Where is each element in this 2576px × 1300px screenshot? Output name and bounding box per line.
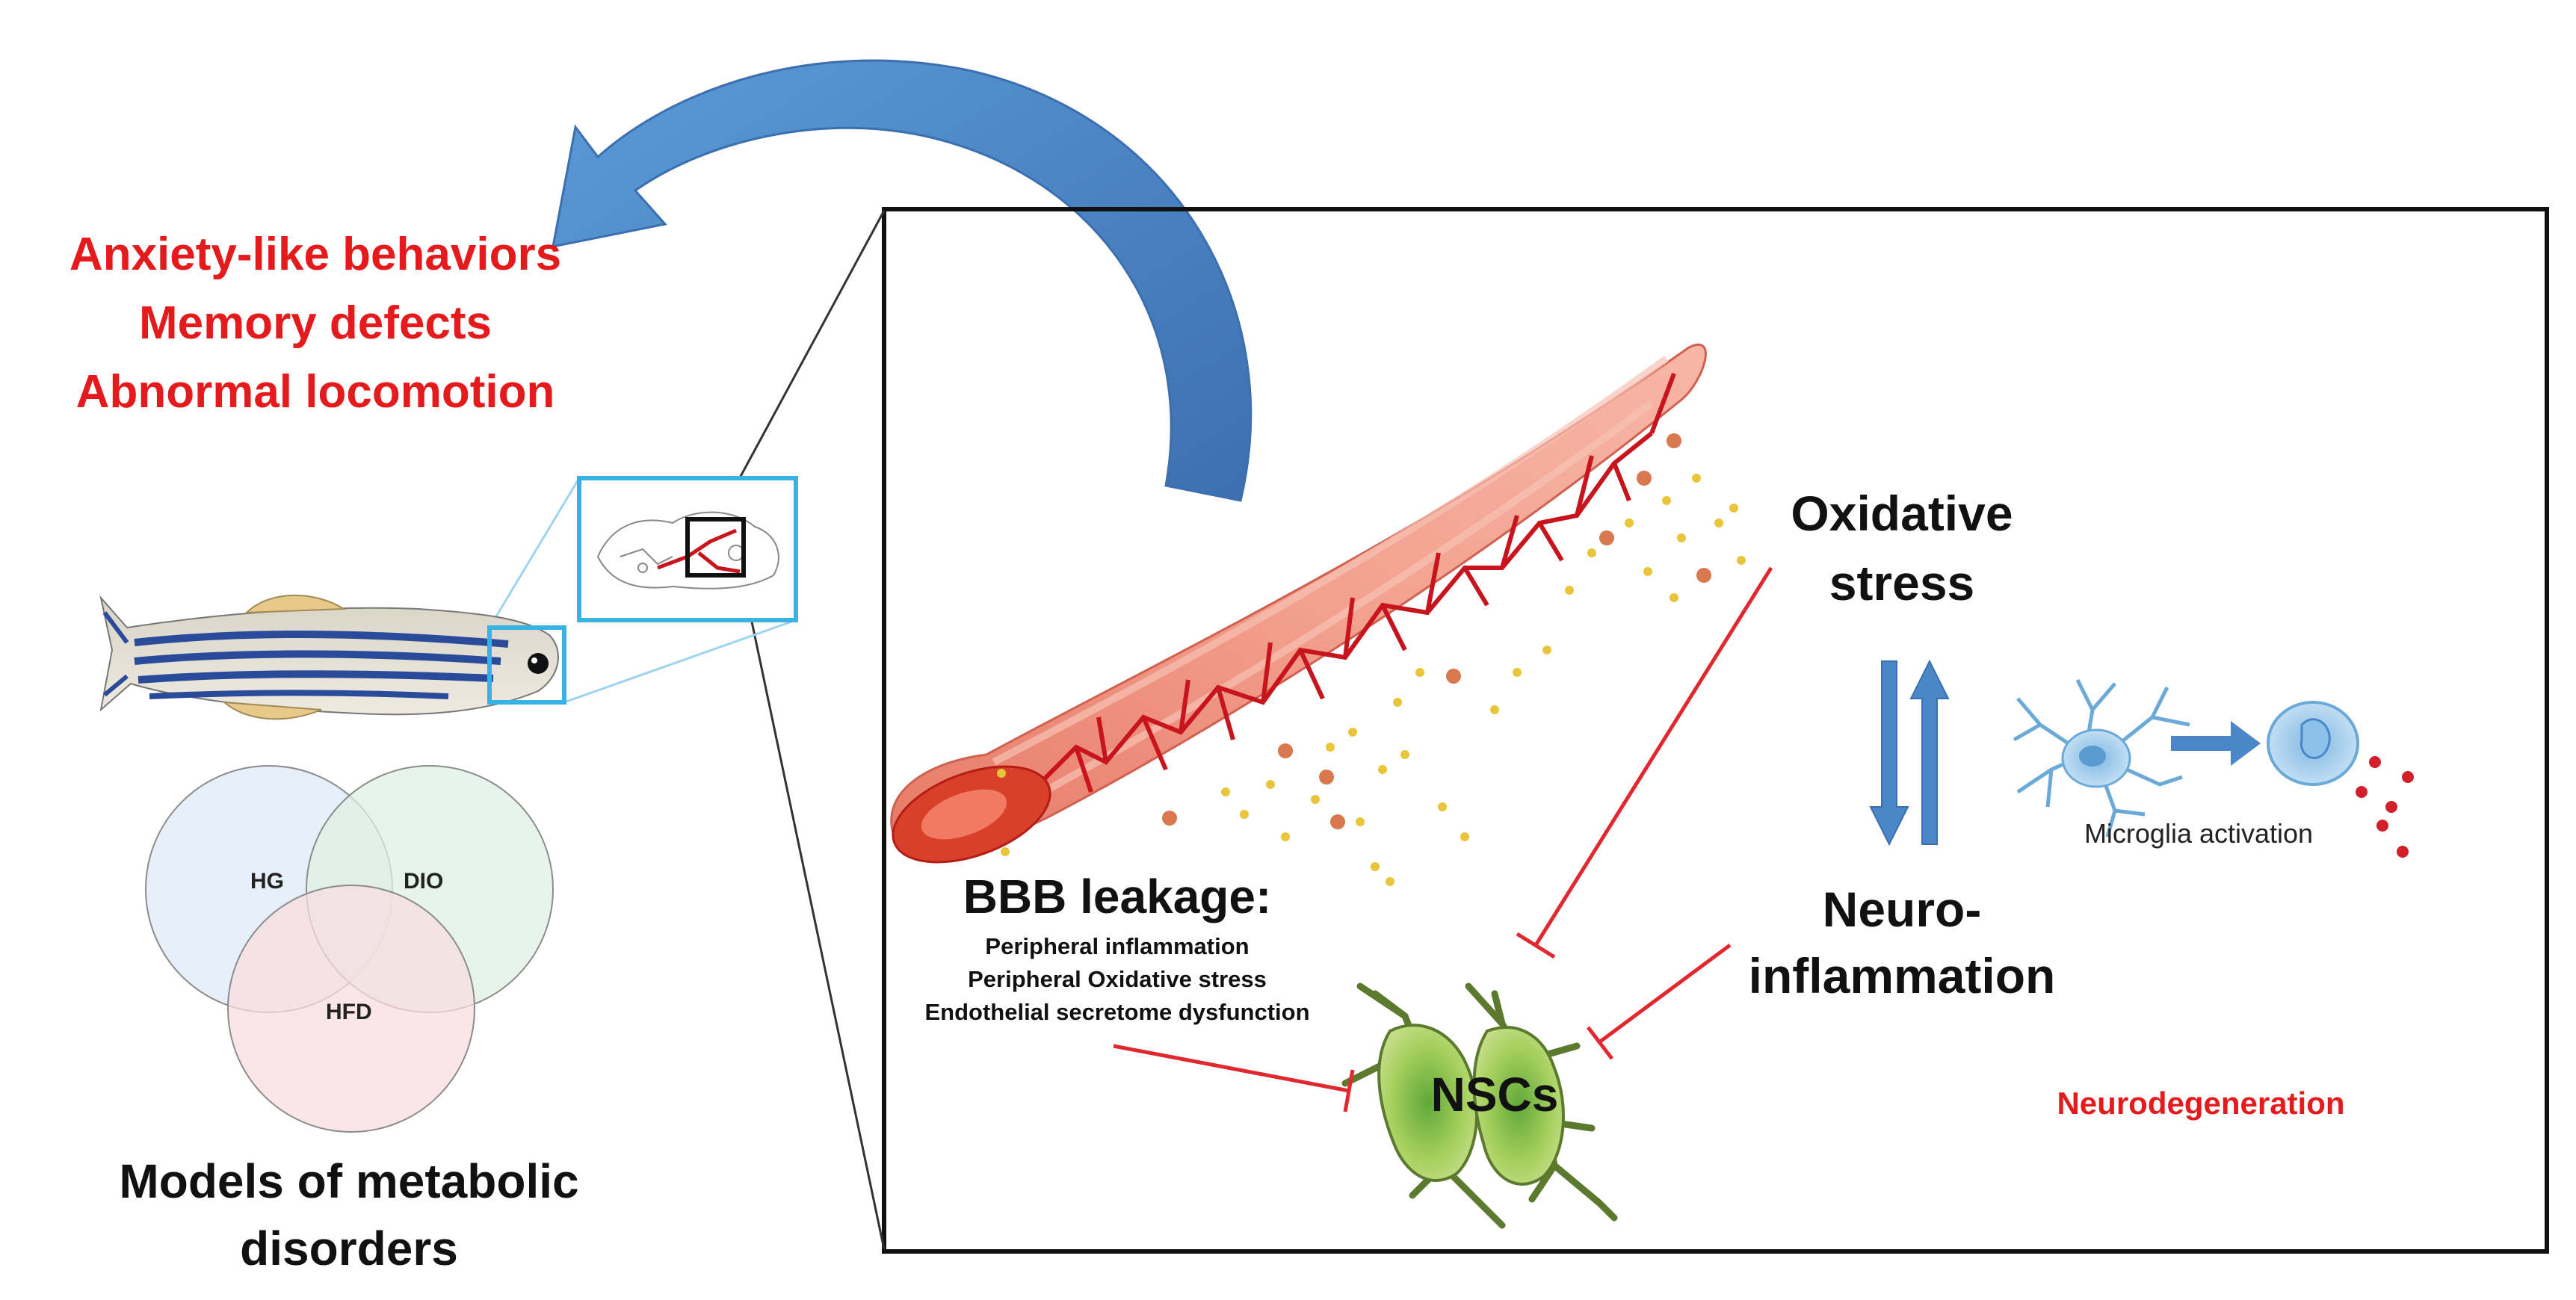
inhibit-oxidative-tbar [1516,932,1556,959]
models-caption-line1: Models of metabolic [119,1154,579,1208]
up-arrow [1909,659,1950,845]
venn-label-hfd: HFD [326,1000,372,1024]
microglia-nucleus [2079,746,2106,767]
inhibit-oxidative-to-nscs [1533,566,1773,947]
brain-vessels [657,528,741,574]
bbb-title: BBB leakage: [963,870,1272,923]
down-arrow [1869,660,1909,846]
venn-label-dio: DIO [404,869,444,894]
released-factors [2356,756,2414,858]
fish-head-box [487,625,566,705]
inhibit-neuro-tbar [1587,1026,1613,1060]
models-caption-line2: disorders [240,1222,458,1275]
fish-zoom-line-bottom [563,619,797,704]
bbb-item-2: Peripheral Oxidative stress [968,966,1267,992]
activation-arrow [2171,721,2261,766]
symptom-memory: Memory defects [138,297,492,349]
symptom-anxiety: Anxiety-like behaviors [69,229,562,280]
neuroinflammation-line1: Neuro- [1822,882,1982,937]
fish-zoom-line-top [488,477,581,628]
brain-focus-box [685,517,746,578]
oxidative-stress-line1: Oxidative [1791,486,2013,541]
inhibit-bbb-to-nscs [1113,1044,1350,1093]
nsc-cells [1341,982,1618,1229]
mechanism-panel [882,207,2549,1254]
activated-microglia-nucleus [2299,718,2331,759]
zebrafish [99,594,559,720]
zoom-line-top [716,210,886,520]
zoom-line-bottom [742,582,886,1250]
inhibit-neuro-to-nscs [1598,943,1732,1044]
blood-vessel [890,343,1707,864]
leaked-particles [997,474,1746,886]
symptom-locomotion: Abnormal locomotion [75,366,555,418]
inflammatory-cytokines [1162,433,1711,829]
oxidative-stress-line2: stress [1829,555,1975,610]
nscs-label: NSCs [1430,1068,1559,1121]
neurodegeneration-label: Neurodegeneration [2057,1086,2345,1121]
microglia-activation-label: Microglia activation [2084,818,2314,849]
inhibit-bbb-tbar [1343,1069,1355,1112]
bbb-item-3: Endothelial secretome dysfunction [924,999,1310,1025]
resting-microglia [2013,678,2190,838]
venn-diagram [145,765,554,1133]
neuroinflammation-line2: inflammation [1748,948,2056,1003]
bbb-item-1: Peripheral inflammation [985,933,1250,959]
feedback-arrow [552,59,1253,502]
venn-label-hg: HG [250,869,284,894]
inhibition-lines [1113,566,1773,1112]
